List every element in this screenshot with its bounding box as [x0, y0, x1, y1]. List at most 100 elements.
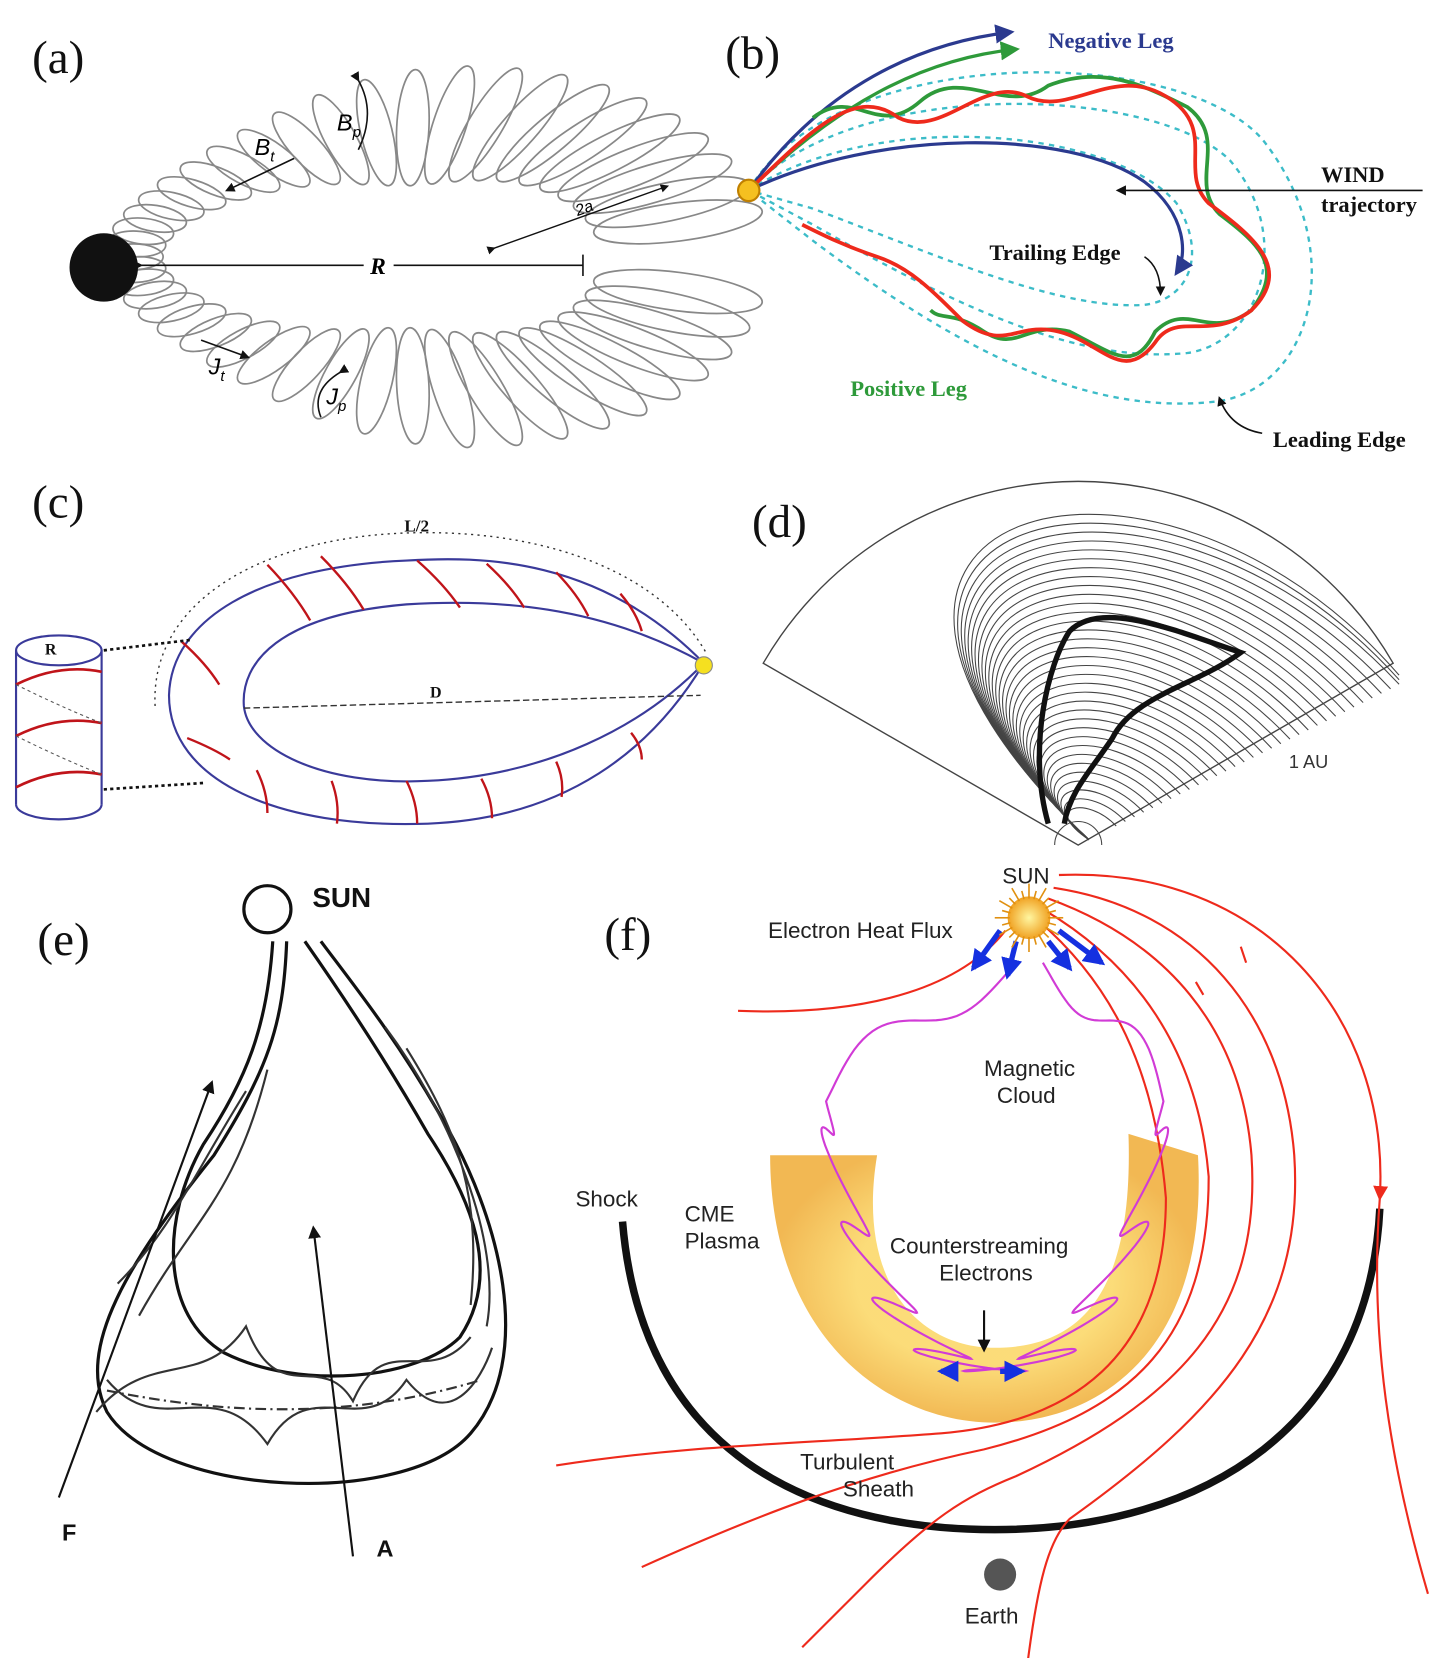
sun-label: SUN	[1002, 864, 1049, 889]
negative-leg-label: Negative Leg	[1048, 28, 1173, 53]
rope-loop	[448, 67, 524, 183]
flux-rope-loops	[103, 65, 764, 449]
rope-loop	[122, 203, 188, 234]
sun-ray	[998, 899, 1013, 909]
panel-c: (c) L/2 D R	[14, 477, 713, 826]
teardrop-inner	[171, 940, 482, 1378]
bt-label: Bt	[255, 134, 276, 165]
inner-boundary	[1054, 821, 1103, 846]
rope-loop	[156, 303, 227, 338]
a-label: A	[377, 1535, 394, 1561]
field-line	[1002, 638, 1291, 841]
rope-loop	[495, 330, 611, 430]
sun-ray	[1037, 934, 1047, 948]
rope-loop	[156, 175, 227, 211]
sun-label: SUN	[312, 882, 371, 913]
sheath-label: Sheath	[843, 1476, 914, 1501]
panel-f: (f) SUN Electron Hea	[556, 864, 1429, 1658]
helix-segment	[320, 555, 365, 611]
field-line	[974, 567, 1364, 841]
sun-ray	[1021, 936, 1025, 945]
field-line	[981, 585, 1346, 841]
counterstreaming-label: Counterstreaming	[890, 1234, 1068, 1259]
jt-label: Jt	[208, 353, 226, 384]
rope-loop	[122, 280, 188, 310]
field-line	[960, 531, 1400, 841]
turbulent-label: Turbulent	[800, 1450, 895, 1475]
rope-loop	[572, 299, 733, 361]
d-line	[243, 694, 701, 709]
field-line-red	[747, 84, 1272, 363]
helix-segment	[330, 780, 339, 824]
rope-loop	[236, 128, 311, 188]
bt-arrow	[225, 157, 295, 192]
rope-loop	[205, 320, 281, 368]
au-label: 1 AU	[1289, 752, 1328, 772]
helix-segment	[555, 571, 590, 617]
field-line	[957, 522, 1400, 841]
rope-loop	[592, 199, 764, 245]
r-label-bg	[363, 248, 394, 279]
r-label: R	[369, 254, 386, 280]
helix-segment	[555, 761, 564, 798]
rope-loop	[584, 285, 751, 338]
cloud-label: Cloud	[997, 1083, 1056, 1108]
field-line	[1063, 798, 1126, 841]
helix-segment	[186, 736, 231, 761]
heliospheric-wedge	[762, 480, 1400, 846]
sun-ray	[1047, 921, 1057, 926]
sun-circle	[242, 884, 293, 935]
helix-segment	[416, 559, 461, 609]
radius-label: R	[45, 642, 57, 659]
cme-plasma-region	[770, 1133, 1199, 1423]
earth-label: Earth	[965, 1604, 1019, 1629]
wind-label: WIND	[1321, 162, 1385, 187]
rope-loop	[471, 73, 569, 182]
trailing-edge-pointer	[1144, 256, 1166, 297]
sun-ray	[1021, 890, 1025, 900]
rope-loop	[471, 331, 569, 440]
sun-ray	[1008, 897, 1016, 905]
sun-ray	[1011, 887, 1021, 902]
2a-label: 2a	[572, 197, 596, 220]
field-arrowheads	[1194, 946, 1248, 996]
sun-ray	[1008, 930, 1016, 939]
rope-loop	[495, 83, 611, 183]
trailing-edge-label: Trailing Edge	[989, 240, 1120, 265]
field-line	[1043, 744, 1181, 841]
sun-star	[994, 883, 1064, 953]
rope-loop	[355, 326, 398, 435]
shock-front	[618, 1208, 1384, 1534]
rope-loop	[584, 175, 751, 229]
sun-ray	[1037, 887, 1047, 902]
sun-ray	[1045, 926, 1060, 936]
rope-loop	[205, 145, 281, 194]
helix-segment	[405, 780, 419, 824]
rope-loop	[311, 93, 370, 186]
helix-segment	[255, 769, 269, 813]
electrons-label: Electrons	[939, 1260, 1033, 1285]
f-arrow	[57, 1080, 215, 1498]
sun-ray	[1033, 936, 1037, 945]
l2-label: L/2	[404, 517, 429, 536]
positive-leg-green	[811, 74, 1269, 359]
sun-ray	[1033, 890, 1037, 900]
panel-label-d: (d)	[752, 496, 807, 548]
braided-strands	[95, 1026, 494, 1447]
zoom-line-bottom	[103, 781, 204, 791]
sun-dot	[694, 656, 713, 675]
helical-field-lines	[181, 555, 643, 824]
rope-loop	[592, 268, 764, 315]
tube-inner	[242, 601, 706, 783]
rope-loop	[137, 292, 205, 324]
2a-arrow	[486, 184, 670, 255]
zoom-line-top	[103, 638, 193, 652]
sun-ray	[1011, 934, 1021, 948]
field-line	[1029, 709, 1218, 841]
sun-ray	[1047, 909, 1057, 914]
panel-b: (b) Negative Leg Positive Leg WIND traje…	[725, 24, 1423, 452]
rope-loop	[271, 111, 342, 186]
rope-loop	[395, 326, 431, 445]
rope-loop	[538, 320, 681, 401]
helix-line	[820, 961, 1170, 1373]
